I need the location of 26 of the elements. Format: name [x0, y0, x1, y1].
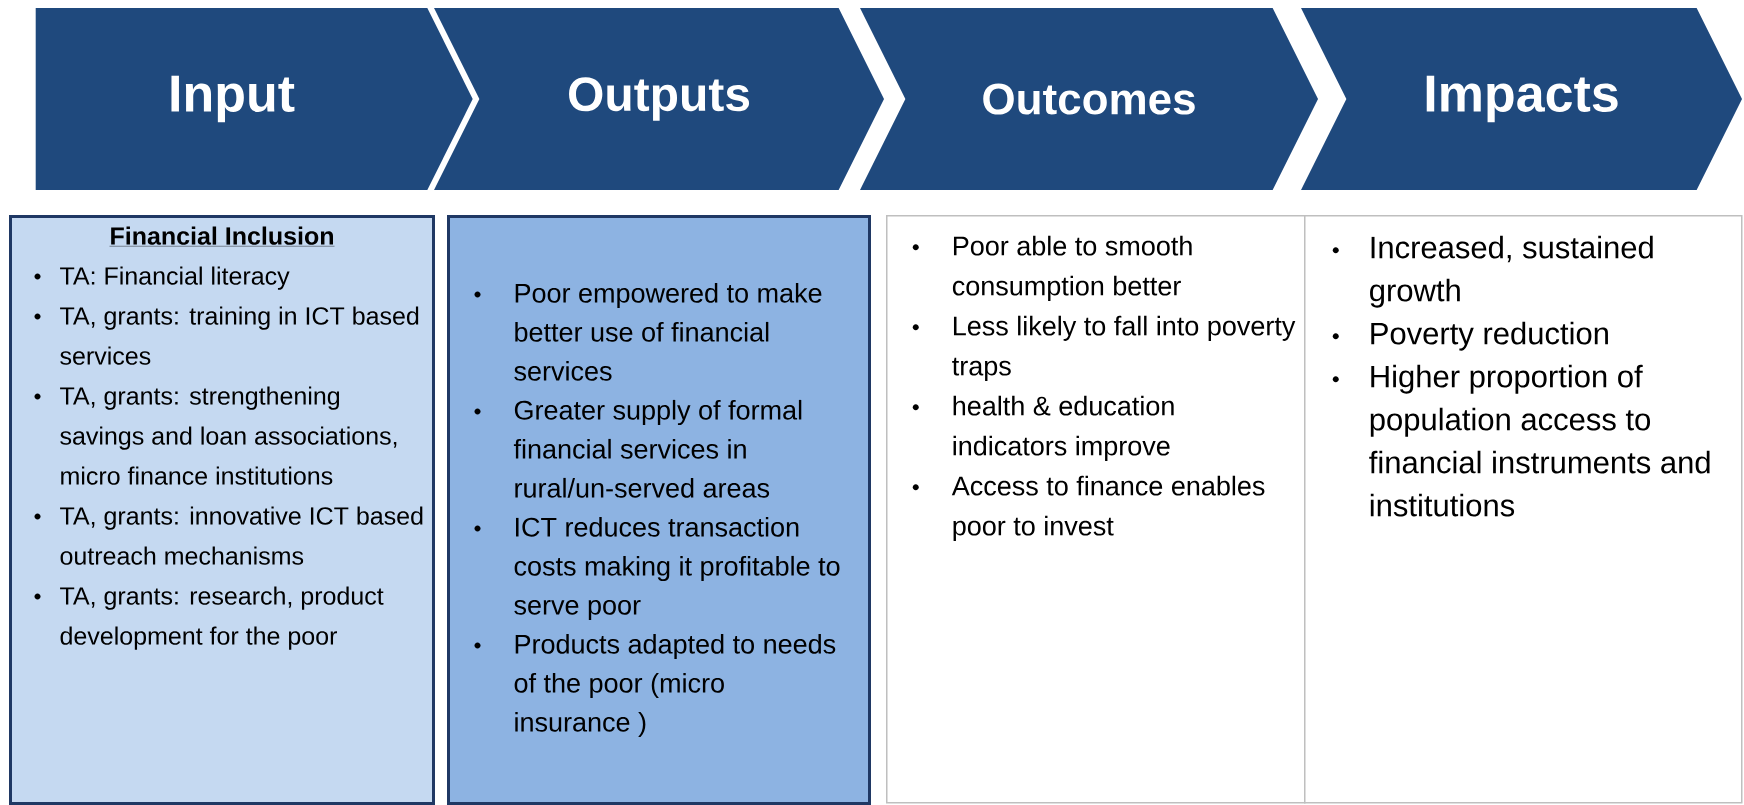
bullet-item: Increased, sustained growth — [1332, 235, 1653, 308]
node-label: Input — [171, 75, 295, 123]
node-label: Outputs — [569, 77, 750, 121]
bullet-item: health & education indicators improve — [912, 395, 1174, 461]
text-box — [886, 215, 1306, 804]
bullet-item: Higher proportion of population access to financial instruments and institutions — [1332, 364, 1710, 517]
bullet-item: TA, grants: strengthening savings and loan associations, micro finance institutions — [34, 386, 397, 485]
bullet-item: Poverty reduction — [1332, 321, 1608, 351]
stage-banner: Input — [35, 8, 473, 190]
stage-banner: Outcomes — [860, 8, 1318, 190]
bullet-item: Poor able to smooth consumption better — [912, 235, 1192, 301]
stage-banner: Outputs — [434, 8, 884, 190]
bullet-item: TA: Financial literacy — [34, 266, 290, 290]
bullet-item: ICT reduces transaction costs making it profitable to serve poor — [474, 516, 840, 621]
text-box — [1304, 215, 1743, 804]
heading: Financial Inclusion — [109, 226, 335, 247]
bullet-item: Poor empowered to make better use of financial services — [474, 282, 822, 381]
bullet-item: TA, grants: research, product development for the poor — [34, 586, 384, 650]
bullet-item: TA, grants: training in ICT based services — [34, 306, 419, 365]
stage-banner: Impacts — [1301, 8, 1742, 190]
bullet-item: Greater supply of formal financial services in rural/un-served areas — [474, 399, 802, 498]
bullet-item: TA, grants: innovative ICT based outreach mechanisms — [34, 506, 423, 565]
bullet-item: Products adapted to needs of the poor (micro insurance ) — [474, 633, 836, 738]
text-box — [9, 215, 435, 805]
text-box — [447, 215, 871, 805]
bullet-item: Access to finance enables poor to invest — [912, 475, 1265, 541]
